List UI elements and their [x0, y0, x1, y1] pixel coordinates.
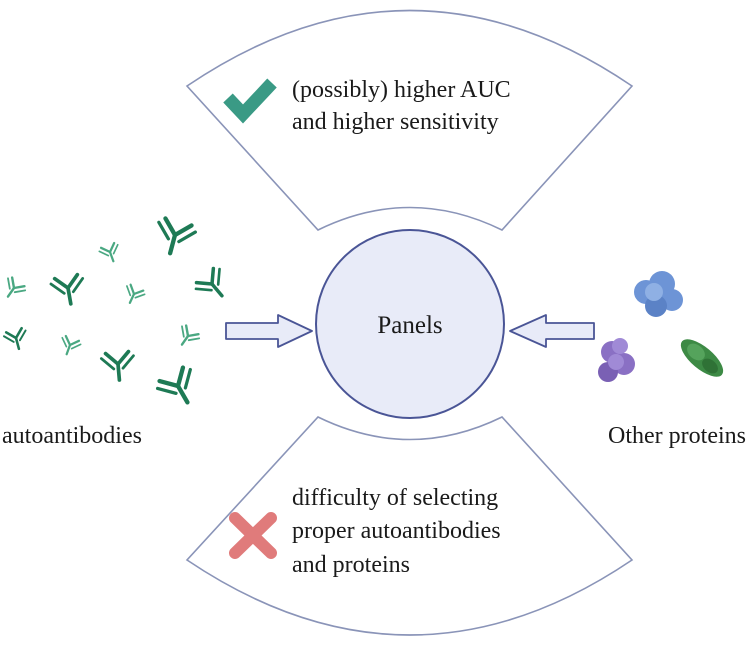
cross-icon [229, 512, 277, 559]
bottom-panel-line2: proper autoantibodies [292, 518, 501, 544]
check-icon [223, 78, 277, 124]
panels-label: Panels [377, 312, 442, 339]
other-proteins-label: Other proteins [608, 423, 746, 449]
antibody-icon [191, 263, 236, 308]
antibody-icon [119, 282, 147, 309]
right-arrow-icon [509, 314, 595, 348]
antibody-icon [0, 274, 29, 304]
top-panel-line2: and higher sensitivity [292, 109, 499, 135]
antibody-icon [99, 349, 138, 384]
antibody-icon [152, 217, 197, 258]
protein-icon [680, 339, 724, 377]
antibody-icon [97, 240, 124, 266]
top-panel-line1: (possibly) higher AUC [292, 77, 511, 103]
bottom-panel-line1: difficulty of selecting [292, 485, 498, 511]
antibody-icon [48, 272, 89, 309]
proteins-cluster [598, 271, 724, 382]
antibodies-cluster [0, 217, 236, 412]
protein-icon [634, 271, 683, 317]
antibody-icon [1, 326, 31, 353]
antibody-icon [172, 322, 203, 352]
autoantibodies-label: autoantibodies [2, 423, 142, 449]
top-panel-outline [185, 9, 634, 231]
left-arrow-icon [225, 314, 313, 348]
antibody-icon [56, 333, 83, 359]
antibody-icon [155, 365, 204, 412]
bottom-panel-line3: and proteins [292, 552, 410, 578]
protein-icon [598, 338, 635, 382]
bottom-panel-outline [185, 416, 634, 636]
panels-circle [315, 229, 505, 419]
